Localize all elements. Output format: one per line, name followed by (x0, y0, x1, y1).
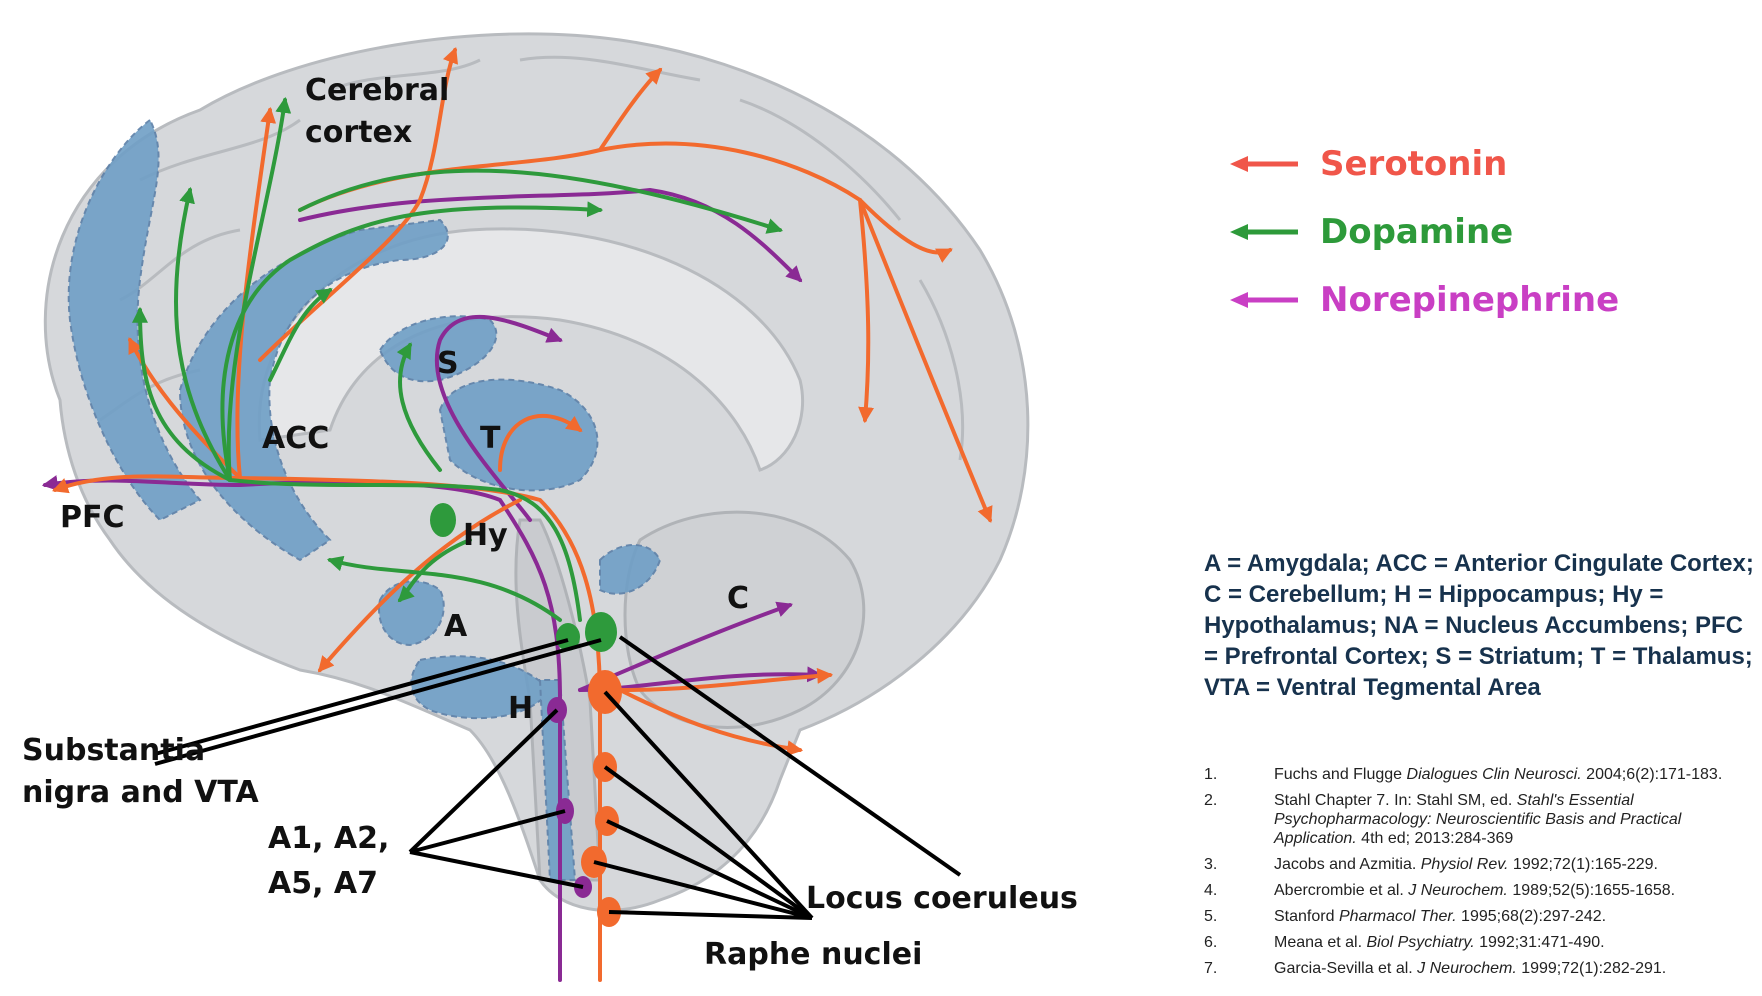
legend-serotonin: Serotonin (1230, 130, 1619, 198)
label-c: C (727, 581, 749, 616)
reference-item: 3. Jacobs and Azmitia. Physiol Rev. 1992… (1204, 855, 1754, 874)
reference-number: 1. (1204, 765, 1274, 784)
hypothalamus-node (430, 503, 456, 537)
brain-diagram: Cerebral cortex PFC ACC S T Hy A H C Sub… (0, 0, 1160, 996)
vta-node (585, 612, 617, 652)
label-substantia-1: Substantia (22, 733, 205, 768)
label-raphe: Raphe nuclei (704, 937, 922, 972)
legend-label: Serotonin (1320, 144, 1507, 184)
reference-item: 4. Abercrombie et al. J Neurochem. 1989;… (1204, 881, 1754, 900)
label-h: H (508, 691, 533, 726)
label-cortex-2: cortex (305, 115, 412, 150)
label-substantia-2: nigra and VTA (22, 775, 259, 810)
legend-label: Dopamine (1320, 212, 1513, 252)
reference-number: 4. (1204, 881, 1274, 900)
reference-number: 6. (1204, 933, 1274, 952)
label-hy: Hy (463, 518, 508, 553)
reference-item: 5. Stanford Pharmacol Ther. 1995;68(2):2… (1204, 907, 1754, 926)
legend-label: Norepinephrine (1320, 280, 1619, 320)
abbreviations-text: A = Amygdala; ACC = Anterior Cingulate C… (1204, 548, 1754, 703)
arrow-left-icon (1230, 154, 1300, 174)
label-s: S (437, 346, 459, 381)
arrow-left-icon (1230, 290, 1300, 310)
reference-item: 7. Garcia-Sevilla et al. J Neurochem. 19… (1204, 959, 1754, 978)
reference-number: 7. (1204, 959, 1274, 978)
reference-number: 2. (1204, 791, 1274, 848)
legend-norepinephrine: Norepinephrine (1230, 266, 1619, 334)
reference-item: 2. Stahl Chapter 7. In: Stahl SM, ed. St… (1204, 791, 1754, 848)
label-cortex-1: Cerebral (305, 73, 449, 108)
label-a: A (444, 609, 468, 644)
label-acc: ACC (262, 421, 329, 456)
label-a1-1: A1, A2, (268, 821, 389, 856)
label-locus: Locus coeruleus (806, 881, 1078, 916)
legend: Serotonin Dopamine Norepinephrine (1230, 130, 1619, 334)
arrow-left-icon (1230, 222, 1300, 242)
references-list: 1. Fuchs and Flugge Dialogues Clin Neuro… (1204, 765, 1754, 996)
reference-item: 1. Fuchs and Flugge Dialogues Clin Neuro… (1204, 765, 1754, 784)
label-t: T (480, 421, 501, 456)
reference-number: 3. (1204, 855, 1274, 874)
reference-item: 6. Meana et al. Biol Psychiatry. 1992;31… (1204, 933, 1754, 952)
label-a1-2: A5, A7 (268, 866, 378, 901)
reference-number: 5. (1204, 907, 1274, 926)
label-pfc: PFC (60, 500, 125, 535)
legend-dopamine: Dopamine (1230, 198, 1619, 266)
